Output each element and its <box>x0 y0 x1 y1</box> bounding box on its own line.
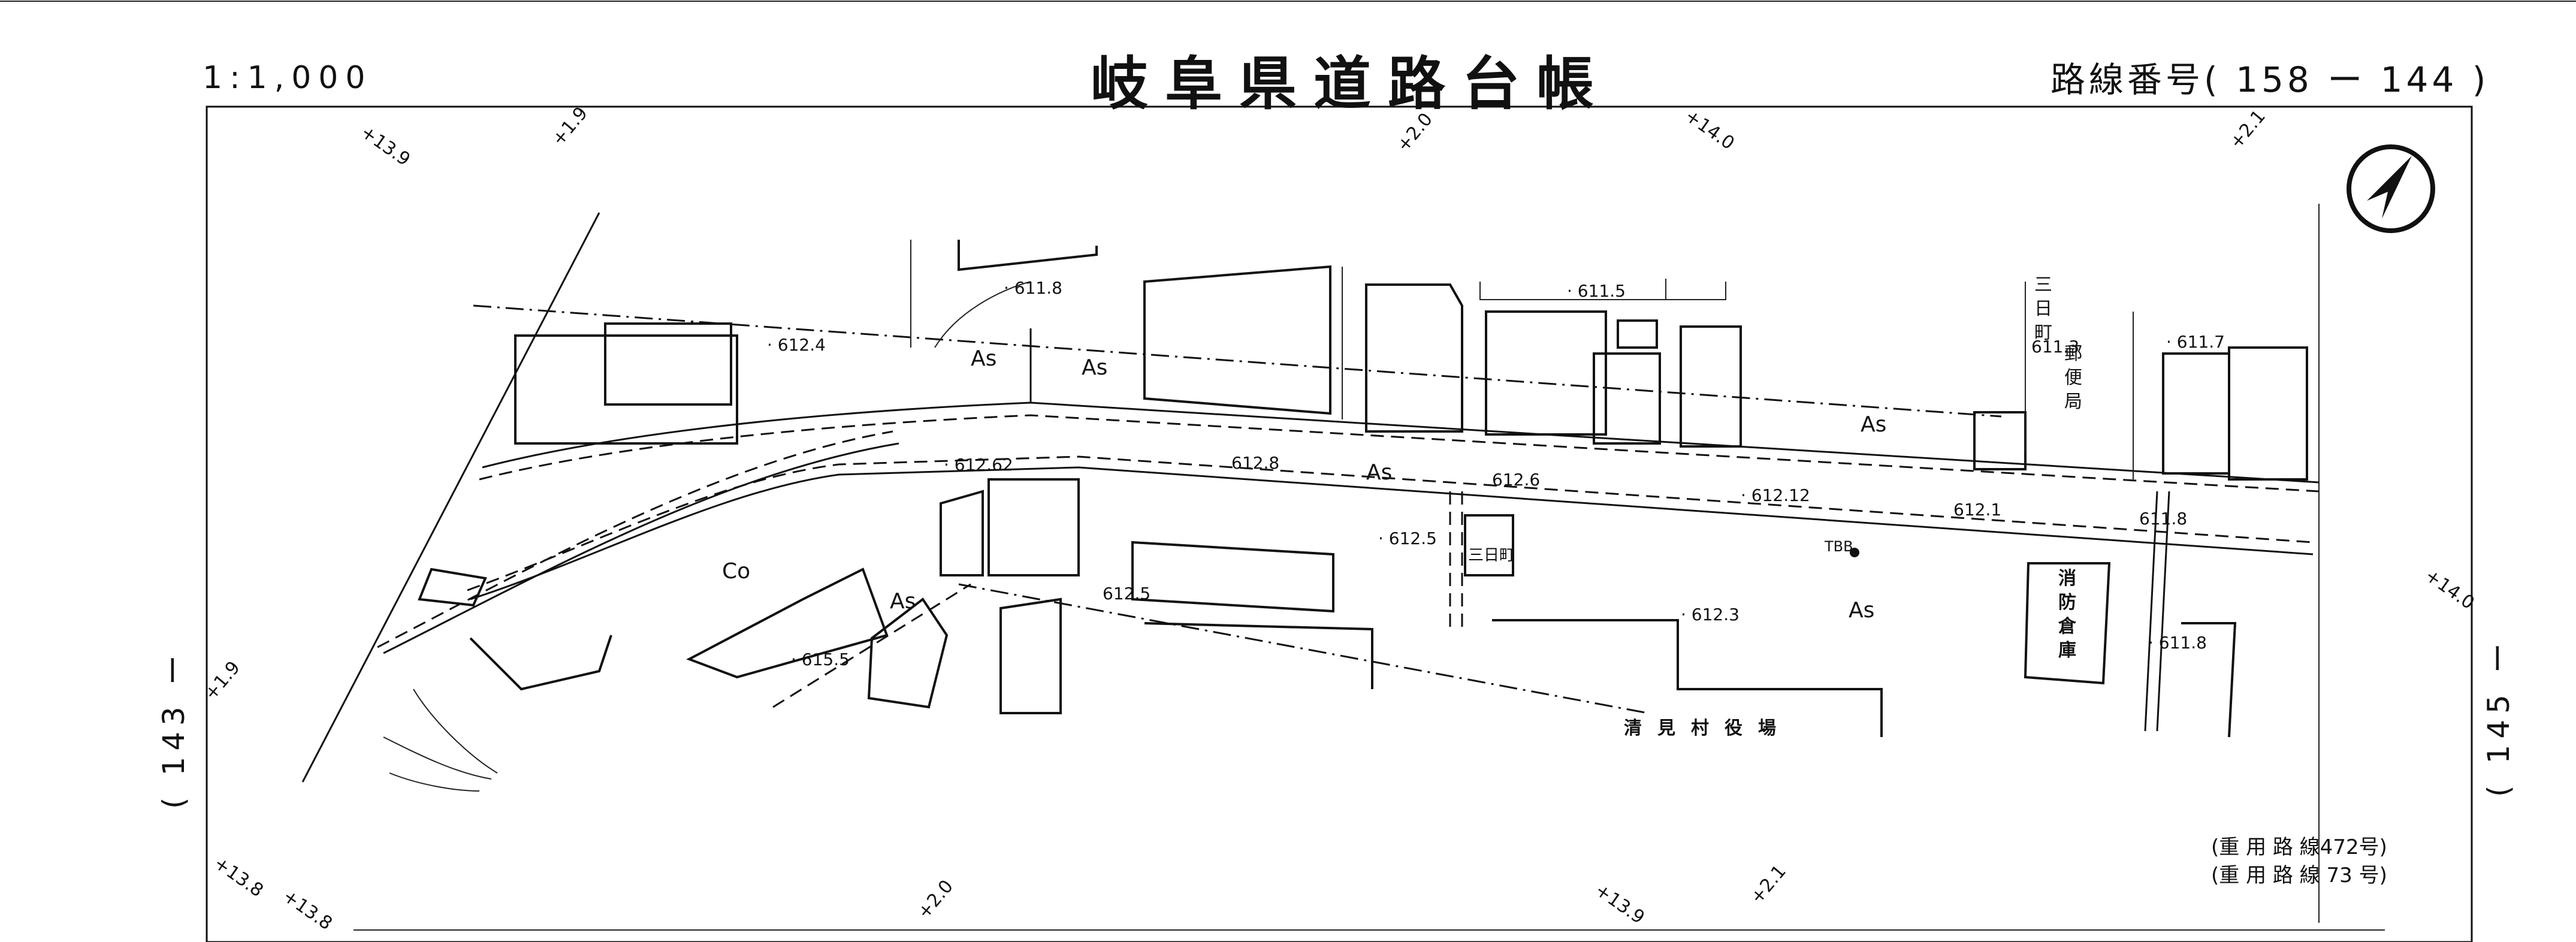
road-line-north-dashed <box>479 414 2320 493</box>
post-office-label: 三 日 町 郵 便 局 <box>2034 274 2082 412</box>
road-line-south-dashed <box>467 455 2314 591</box>
elevation-labels: · 611.8 · 612.4 · 611.5 611.3 · 611.7 · … <box>767 278 2225 669</box>
svg-text:· 612.12: · 612.12 <box>1741 485 1810 505</box>
surface-labels: As As As As As As Co <box>722 346 1886 623</box>
triangle-island <box>418 567 487 607</box>
surface-label: As <box>1861 412 1886 437</box>
fire-warehouse-label: 消 防 倉 庫 <box>2058 568 2077 661</box>
benchmark-label: TBB <box>1824 538 1853 555</box>
svg-text:庫: 庫 <box>2058 640 2076 661</box>
building-north-3 <box>1485 310 1607 436</box>
left-edge-line <box>301 212 600 783</box>
svg-text:+13.9: +13.9 <box>357 122 413 170</box>
svg-text:+2.0: +2.0 <box>1393 109 1437 156</box>
svg-text:三: 三 <box>2034 274 2052 295</box>
svg-text:612.1: 612.1 <box>1953 500 2001 520</box>
svg-text:+1.9: +1.9 <box>548 103 592 150</box>
village-office-label: 清見村役場 <box>1624 718 1792 739</box>
svg-text:· 611.7: · 611.7 <box>2166 332 2225 352</box>
route-number: 路線番号( 158 ー 144 ) <box>2050 59 2490 100</box>
svg-text:· 611.8: · 611.8 <box>1004 278 1062 298</box>
svg-text:+13.8: +13.8 <box>210 853 267 901</box>
bus-stop-label: 三日町 <box>1468 547 1515 564</box>
lower-dashed <box>772 583 971 708</box>
north-arrow-icon <box>2347 144 2435 233</box>
svg-text:+13.9: +13.9 <box>1591 880 1648 928</box>
svg-text:· 612.62: · 612.62 <box>944 455 1013 475</box>
boundary-line-upper <box>473 304 2002 418</box>
station-labels: +13.9 +1.9 +2.0 +14.0 +2.1 +14.0 +1.9 +1… <box>200 103 2478 934</box>
building-north-large <box>1143 265 1331 415</box>
left-road-outer <box>383 442 899 654</box>
svg-text:消: 消 <box>2058 568 2076 589</box>
svg-text:612.6: 612.6 <box>1492 470 1540 490</box>
svg-text:防: 防 <box>2058 592 2076 613</box>
surface-label: As <box>971 346 996 371</box>
svg-text:612.8: 612.8 <box>1231 453 1279 473</box>
svg-text:郵: 郵 <box>2064 343 2082 364</box>
svg-text:倉: 倉 <box>2058 616 2077 637</box>
svg-text:+14.0: +14.0 <box>1681 105 1738 154</box>
surface-label: As <box>890 589 916 614</box>
svg-text:町: 町 <box>2034 322 2052 343</box>
building-village-office <box>1492 619 1883 737</box>
building-co <box>686 567 889 679</box>
boundary-line-lower <box>958 583 1648 714</box>
building-fire-warehouse <box>2024 562 2111 685</box>
svg-text:日: 日 <box>2034 298 2052 319</box>
svg-text:· 612.5: · 612.5 <box>1378 529 1437 548</box>
left-road-dashed <box>377 430 893 648</box>
svg-text:611.8: 611.8 <box>2139 509 2187 529</box>
svg-text:· 612.3: · 612.3 <box>1681 605 1740 624</box>
surface-label: As <box>1366 460 1392 485</box>
svg-text:便: 便 <box>2064 367 2082 388</box>
surface-label: As <box>1082 355 1107 380</box>
svg-text:611.3: 611.3 <box>2031 337 2079 357</box>
bus-stop-shelter <box>1464 514 1514 576</box>
svg-text:· 611.5: · 611.5 <box>1567 281 1626 301</box>
svg-text:+2.0: +2.0 <box>913 876 958 923</box>
surface-label: Co <box>722 559 750 584</box>
building-nw <box>514 334 738 445</box>
building-south-1 <box>1131 541 1334 613</box>
building-north-2 <box>1365 283 1463 433</box>
svg-text:+14.0: +14.0 <box>2421 565 2478 614</box>
shared-route-note-2: (重 用 路 線 73 号) <box>2211 864 2387 887</box>
road-edge-north <box>482 401 2320 484</box>
building-top <box>958 240 1098 271</box>
svg-text:+2.1: +2.1 <box>1746 861 1790 908</box>
embankment <box>469 635 612 691</box>
map-frame <box>206 105 2473 942</box>
svg-text:+13.8: +13.8 <box>279 886 336 934</box>
svg-text:612.5: 612.5 <box>1103 584 1150 603</box>
svg-text:+2.1: +2.1 <box>2225 106 2270 153</box>
svg-text:局: 局 <box>2064 391 2082 412</box>
shared-route-note-1: (重 用 路 線472号) <box>2211 835 2387 859</box>
svg-text:· 611.8: · 611.8 <box>2148 633 2207 653</box>
map-scale: 1:1,000 <box>203 60 373 96</box>
svg-text:· 612.4: · 612.4 <box>767 335 826 355</box>
surface-label: As <box>1849 598 1874 623</box>
svg-text:· 615.5: · 615.5 <box>791 650 850 669</box>
